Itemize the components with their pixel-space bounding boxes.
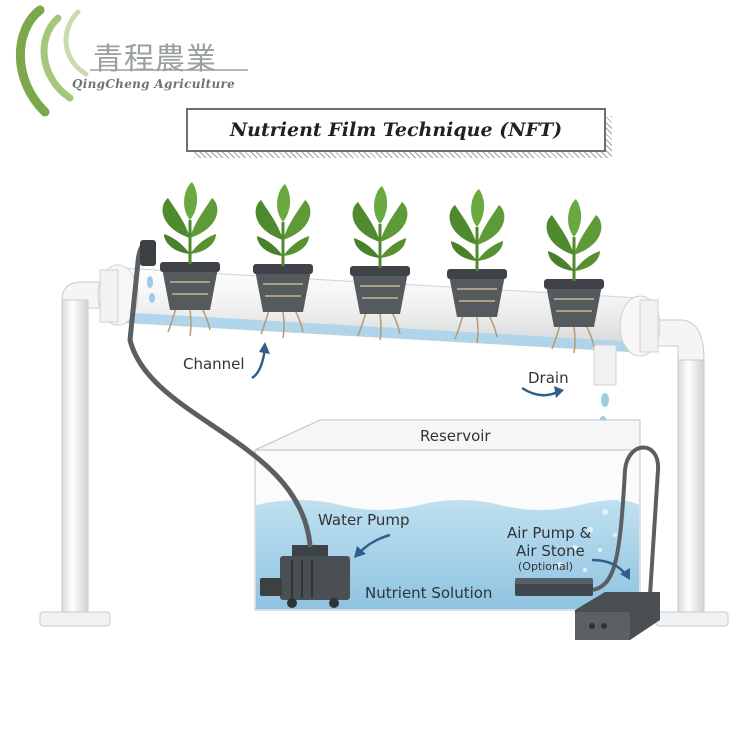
label-channel: Channel — [183, 355, 245, 373]
label-water-pump: Water Pump — [318, 511, 410, 529]
air-pump — [575, 592, 660, 640]
water-pump-arrow-icon — [354, 533, 391, 558]
label-air-pump-line1: Air Pump & — [507, 524, 592, 542]
label-drain: Drain — [528, 369, 569, 387]
plant-net-pot-3 — [350, 186, 410, 341]
right-support-stand — [654, 319, 729, 627]
air-stone — [515, 578, 593, 596]
drain-arrow-icon — [521, 386, 564, 398]
label-optional: (Optional) — [518, 560, 574, 573]
air-pump-arrow-icon — [591, 558, 630, 580]
air-tube — [592, 445, 661, 596]
plants-layer — [160, 182, 604, 354]
left-support-stand — [39, 281, 111, 627]
label-nutrient-solution: Nutrient Solution — [365, 584, 493, 602]
plant-net-pot-5 — [544, 199, 604, 354]
plant-net-pot-2 — [253, 184, 313, 339]
diagram-title: Nutrient Film Technique (NFT) — [229, 119, 563, 141]
air-bubbles — [557, 498, 622, 572]
title-banner: Nutrient Film Technique (NFT) — [186, 108, 612, 158]
label-reservoir: Reservoir — [420, 427, 491, 445]
brand-name-en: QingCheng Agriculture — [72, 77, 236, 91]
inlet-fitting — [140, 240, 156, 266]
brand-name-cn: 青程農業 — [93, 42, 217, 77]
channel-arrow-icon — [251, 342, 270, 380]
label-air-pump-line2: Air Stone — [516, 542, 585, 560]
inlet-water-drops — [147, 276, 155, 303]
drain-outlet — [593, 344, 617, 386]
water-pump — [260, 545, 350, 608]
plant-net-pot-4 — [447, 189, 507, 344]
plant-net-pot-1 — [160, 182, 220, 337]
brand-logo-icon — [15, 5, 89, 117]
